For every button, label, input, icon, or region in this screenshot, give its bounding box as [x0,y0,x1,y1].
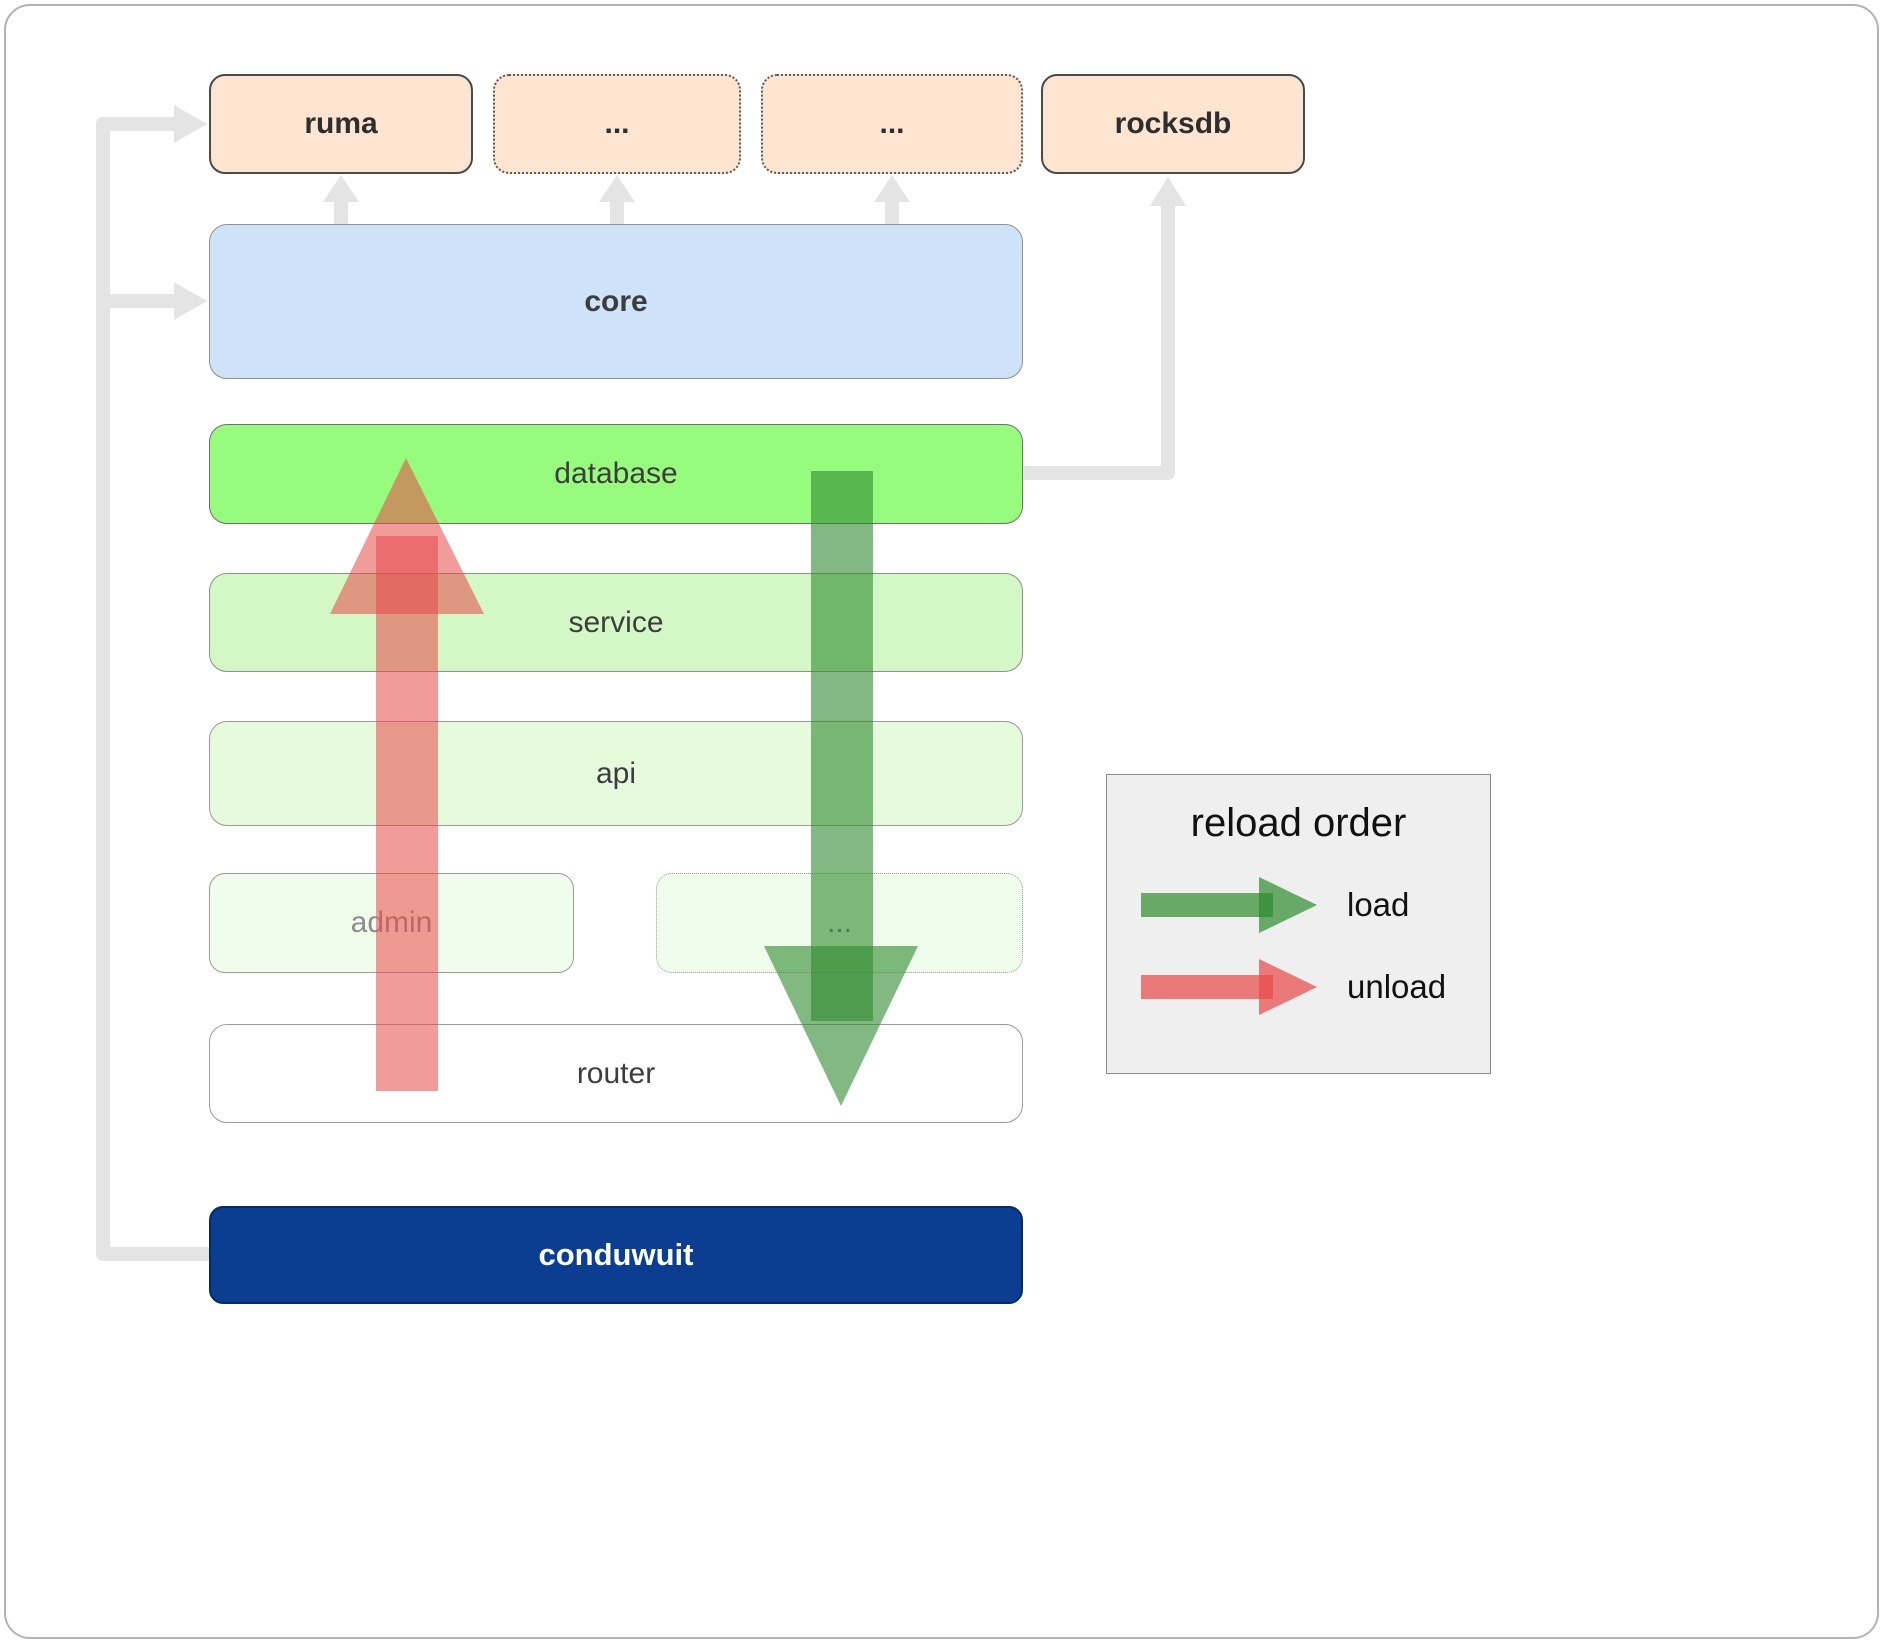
box-conduwuit: conduwuit [209,1206,1023,1304]
box-api: api [209,721,1023,826]
unload-arrow-icon-shaft [1141,975,1273,999]
box-core: core [209,224,1023,379]
box-conduwuit-label: conduwuit [538,1237,694,1272]
box-ellipsis-1: ... [493,74,741,174]
box-router: router [209,1024,1023,1123]
box-ellipsis-1-label: ... [604,107,630,140]
box-ellipsis-2-label: ... [879,107,905,140]
box-ruma: ruma [209,74,473,174]
box-ruma-label: ruma [304,107,378,140]
box-service-label: service [568,605,664,639]
box-service: service [209,573,1023,672]
box-core-label: core [584,284,648,318]
box-rocksdb: rocksdb [1041,74,1305,174]
load-arrow-icon-shaft [1141,893,1273,917]
legend-row-unload: unload [1107,946,1490,1028]
box-admin: admin [209,873,574,973]
box-ellipsis-3: ... [656,873,1023,973]
connector-layer [96,105,1186,1261]
diagram-canvas: ruma ... ... rocksdb core database servi… [4,4,1879,1639]
box-api-label: api [595,756,637,790]
legend-row-load: load [1107,864,1490,946]
load-arrow-icon-head [1259,877,1317,933]
box-ellipsis-3-label: ... [826,906,852,939]
box-database: database [209,424,1023,524]
box-router-label: router [576,1056,656,1090]
arrowhead-to-core [174,282,207,320]
connector-database-to-rocksdb [1021,206,1175,480]
arrowhead-core-to-ext2 [874,175,910,202]
arrowhead-to-rocksdb [1150,177,1186,206]
unload-arrow-icon-head [1259,959,1317,1015]
arrowhead-to-ruma [174,105,207,143]
legend: reload order load unload [1106,774,1491,1074]
load-arrow-icon [1141,877,1317,933]
legend-label-load: load [1347,886,1410,923]
legend-title: reload order [1190,801,1407,845]
box-rocksdb-label: rocksdb [1114,107,1232,140]
legend-label-unload: unload [1347,968,1447,1005]
connector-conduwuit-to-ruma [96,117,216,1261]
box-admin-label: admin [350,906,433,939]
arrowhead-core-to-ext1 [599,175,635,202]
box-ellipsis-2: ... [761,74,1023,174]
box-database-label: database [554,457,678,490]
unload-arrow-icon [1141,959,1317,1015]
arrowhead-core-to-ruma [323,175,359,202]
